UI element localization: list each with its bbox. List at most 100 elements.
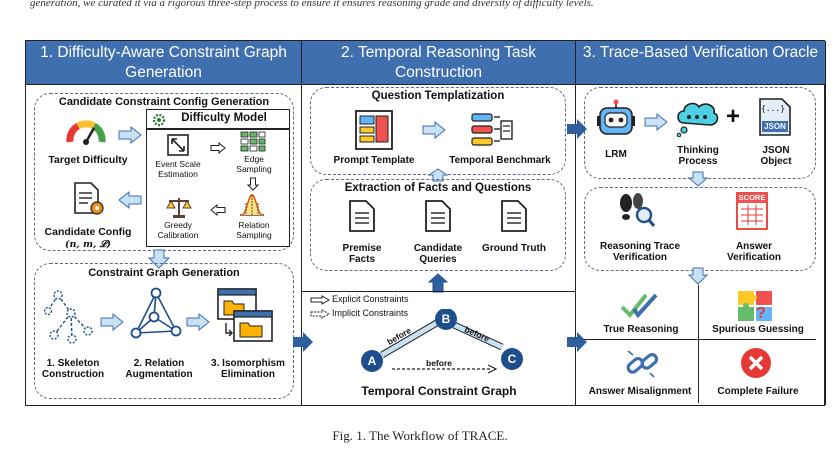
config-box-title: Candidate Constraint Config Generation: [58, 96, 270, 108]
premise-facts-label: Premise Facts: [342, 243, 382, 265]
panel-task-construction: 2. Temporal Reasoning Task Construction …: [302, 41, 576, 405]
skeleton-graph-icon: [44, 290, 93, 344]
node-a-circle: [361, 350, 383, 372]
premise-doc-icon: [349, 200, 375, 232]
node-b-circle: [435, 309, 457, 330]
lrm-label: LRM: [605, 149, 627, 160]
window-folder-icon: [217, 288, 273, 342]
event-scale-icon: [167, 134, 189, 156]
relation-graph-icon: [130, 287, 182, 339]
candidate-config-label: Candidate Config: [44, 226, 132, 238]
plus-sign: +: [726, 103, 741, 130]
edge-sampling-label: Edge Sampling: [236, 154, 272, 174]
arrow-verify-to-outcomes: [688, 267, 708, 285]
puzzle-question-icon: [738, 291, 772, 321]
ground-truth-label: Ground Truth: [482, 243, 546, 254]
relation-sampling-icon: [240, 194, 264, 216]
temporal-benchmark-label: Temporal Benchmark: [449, 155, 551, 166]
panel-difficulty-aware: 1. Difficulty-Aware Constraint Graph Gen…: [26, 41, 302, 405]
gauge-icon: [66, 120, 106, 145]
reasoning-trace-label: Reasoning Trace Verification: [599, 241, 681, 263]
edge-sampling-icon: [240, 131, 266, 152]
double-check-icon: [620, 293, 658, 319]
question-mark-icon: ?: [756, 305, 766, 322]
score-badge: SCORE: [738, 193, 766, 202]
truth-doc-icon: [501, 200, 527, 232]
arrow-model-left: [210, 204, 226, 216]
temporal-graph: [361, 309, 523, 374]
arrow-panel1-to-panel2: [293, 332, 313, 352]
json-badge: JSON: [764, 122, 786, 131]
arrow-panel2-to-panel3-top: [567, 119, 587, 139]
spurious-guessing-label: Spurious Guessing: [712, 324, 804, 335]
templatization-title: Question Templatization: [371, 90, 505, 102]
graph-box-title: Constraint Graph Generation: [88, 267, 240, 279]
node-a-label: A: [367, 354, 377, 368]
candidate-config-params: (n, m, 𝓛): [64, 239, 112, 250]
config-file-icon: [74, 182, 104, 215]
arrow-model-down: [247, 177, 259, 191]
arrow-lrm-to-thinking: [644, 113, 668, 131]
arrow-relation-to-iso: [186, 313, 210, 331]
json-file-icon: [759, 98, 791, 136]
event-scale-label: Event Scale Estimation: [155, 159, 201, 179]
difficulty-model-title: Difficulty Model: [181, 112, 267, 124]
benchmark-list-icon: [471, 113, 513, 146]
relation-sampling-label: Relation Sampling: [236, 220, 272, 240]
panel2-title: 2. Temporal Reasoning Task Construction: [302, 41, 575, 85]
relation-aug-label: 2. Relation Augmentation: [125, 358, 193, 380]
workflow-figure: 1. Difficulty-Aware Constraint Graph Gen…: [25, 40, 826, 406]
graph-generation-box: [34, 263, 294, 399]
true-reasoning-label: True Reasoning: [603, 324, 679, 335]
difficulty-model-box: [146, 109, 290, 247]
outcome-divider-v: [698, 285, 700, 403]
extraction-box: [310, 179, 566, 271]
candidate-queries-label: Candidate Queries: [413, 243, 463, 265]
legend-explicit: Explicit Constraints: [332, 294, 409, 304]
failure-x-icon: [741, 348, 771, 378]
node-c-circle: [501, 348, 523, 370]
implicit-arrow-icon: [310, 309, 330, 319]
isomorphism-label: 3. Isomorphism Elimination: [211, 358, 285, 380]
skeleton-label: 1. Skeleton Construction: [41, 358, 105, 380]
header-text: generation, we curated it via a rigorous…: [30, 0, 594, 9]
prompt-template-label: Prompt Template: [333, 155, 415, 166]
score-sheet-icon: [736, 192, 768, 230]
panel1-title: 1. Difficulty-Aware Constraint Graph Gen…: [26, 41, 301, 85]
outcome-divider-h: [584, 339, 816, 341]
figure-caption: Fig. 1. The Workflow of TRACE.: [332, 428, 508, 443]
temporal-graph-caption: Temporal Constraint Graph: [361, 384, 517, 398]
explicit-arrow-icon: [310, 295, 330, 305]
extraction-title: Extraction of Facts and Questions: [344, 182, 532, 194]
answer-misalignment-label: Answer Misalignment: [588, 386, 692, 397]
difficulty-model-divider: [146, 128, 290, 130]
panel-verification-oracle: 3. Trace-Based Verification Oracle + {..…: [576, 41, 826, 405]
json-object-label: JSON Object: [760, 145, 792, 167]
balance-scale-icon: [166, 198, 192, 218]
arrow-template-to-benchmark: [422, 121, 446, 139]
thinking-process-label: Thinking Process: [677, 145, 719, 167]
arrow-panel2-to-panel3-bottom: [567, 332, 587, 352]
gear-icon: [152, 113, 166, 127]
arrow-extract-to-templ: [428, 168, 448, 182]
answer-verification-label: Answer Verification: [727, 241, 781, 263]
arrow-output-to-verify: [688, 171, 708, 187]
arrow-skeleton-to-relation: [100, 313, 124, 331]
footprints-search-icon: [620, 193, 656, 227]
thought-cloud-icon: [676, 102, 719, 137]
json-braces: {...}: [760, 104, 786, 113]
arrow-graph-to-extract: [428, 273, 448, 293]
target-difficulty-label: Target Difficulty: [48, 154, 128, 166]
graph-area-divider: [302, 291, 576, 293]
node-c-label: C: [507, 352, 517, 366]
robot-icon: [597, 99, 635, 135]
arrow-to-model: [118, 126, 142, 144]
legend-implicit: Implicit Constraints: [332, 308, 409, 318]
panel3-title: 3. Trace-Based Verification Oracle: [576, 41, 825, 85]
broken-link-icon: [626, 350, 659, 378]
queries-doc-icon: [425, 200, 451, 232]
complete-failure-label: Complete Failure: [717, 386, 799, 397]
edge-ac-label: before: [426, 358, 452, 368]
arrow-model-right: [210, 142, 226, 154]
arrow-from-model: [118, 191, 142, 209]
